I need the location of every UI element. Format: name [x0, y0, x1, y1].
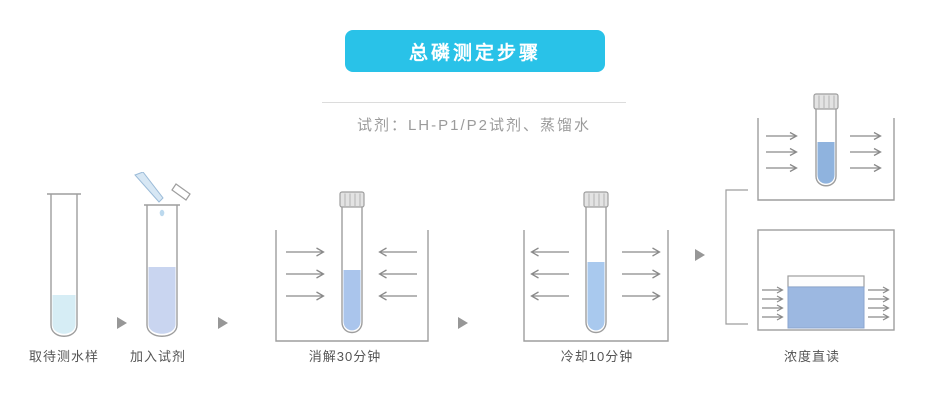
capped-test-tube — [583, 191, 609, 334]
capped-test-tube — [339, 191, 365, 334]
tube-body — [585, 206, 607, 334]
tube-lid-open — [171, 183, 191, 201]
tube-cap — [583, 191, 609, 208]
tube-cap — [813, 93, 839, 110]
heat-arrows-right — [378, 247, 418, 301]
tube-liquid — [817, 142, 835, 184]
tube-liquid — [52, 295, 76, 334]
step-label-digest: 消解30分钟 — [308, 349, 382, 364]
step-label-cool: 冷却10分钟 — [560, 349, 634, 364]
light-arrows-right — [849, 131, 882, 173]
holder-container — [757, 118, 895, 201]
cuvette — [787, 275, 865, 329]
beaker-container — [523, 230, 669, 342]
reading-cuvette-illustration — [757, 229, 895, 331]
cool-arrows-right — [621, 247, 661, 301]
cap-ribs — [344, 193, 361, 206]
light-arrows-right — [867, 286, 890, 321]
page-title: 总磷测定步骤 — [408, 42, 541, 64]
next-step-arrow-icon — [218, 317, 228, 329]
tube-liquid — [343, 270, 361, 331]
title-badge: 总磷测定步骤 — [345, 30, 605, 72]
cuvette-lid — [787, 275, 865, 288]
beaker-container — [275, 230, 429, 342]
step-label-sample: 取待测水样 — [28, 349, 99, 364]
tube-cap — [339, 191, 365, 208]
cooling-illustration — [523, 191, 669, 342]
tube-body — [815, 108, 837, 187]
sample-tube-illustration — [47, 193, 81, 337]
next-step-arrow-icon — [458, 317, 468, 329]
reading-tube-illustration — [757, 93, 895, 201]
cap-ribs — [588, 193, 605, 206]
next-step-arrow-icon — [117, 317, 127, 329]
step-label-reagent: 加入试剂 — [129, 349, 186, 364]
cuvette-liquid — [787, 286, 865, 329]
tube-liquid — [587, 262, 605, 331]
tube-liquid — [148, 267, 176, 334]
tube-body — [50, 194, 78, 337]
bracket — [725, 189, 748, 325]
next-step-arrow-icon — [695, 249, 705, 261]
reagent-note: 试剂：LH-P1/P2试剂、蒸馏水 — [356, 117, 592, 134]
digestion-illustration — [275, 191, 429, 342]
tube-body — [146, 205, 178, 337]
meter-container — [757, 229, 895, 331]
step-label-read: 浓度直读 — [783, 349, 840, 364]
tube-body — [341, 206, 363, 334]
light-arrows-left — [761, 286, 784, 321]
capped-test-tube — [813, 93, 839, 187]
droplet-icon — [159, 209, 165, 217]
heat-arrows-left — [285, 247, 325, 301]
divider-line — [322, 102, 626, 103]
light-arrows-left — [765, 131, 798, 173]
add-reagent-illustration — [134, 172, 191, 337]
cool-arrows-left — [530, 247, 570, 301]
dropper-icon — [134, 172, 164, 203]
cap-ribs — [818, 95, 835, 108]
